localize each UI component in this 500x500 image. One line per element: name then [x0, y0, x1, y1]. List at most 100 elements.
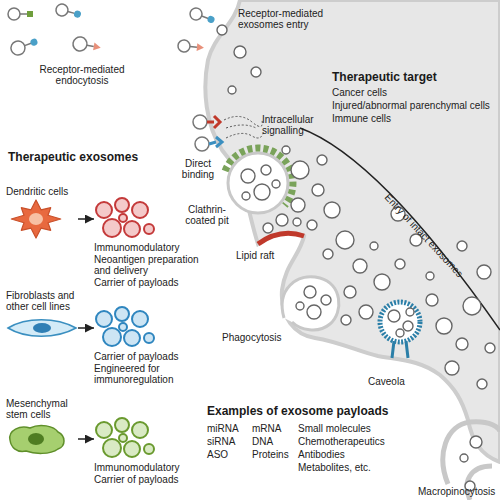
source-cell: Fibroblasts and other cell lines [6, 290, 78, 342]
exosome-function: Engineered for immunoregulation [94, 363, 206, 385]
exosome [463, 297, 481, 315]
exosome [103, 219, 121, 237]
exosome [132, 311, 148, 327]
exosome [485, 343, 495, 353]
callout-label: Lipid raft [236, 250, 292, 261]
ligand [93, 42, 101, 51]
exosome [426, 272, 434, 280]
payload-item: Metabolites, etc. [298, 462, 408, 473]
stalk [68, 12, 75, 14]
stalk [20, 13, 27, 15]
callout-label: Macropinocytosis [418, 486, 498, 497]
exosome [296, 302, 304, 310]
receptor [207, 116, 220, 128]
exosome [263, 223, 273, 233]
stalk [190, 46, 197, 48]
exosome [304, 286, 316, 298]
section-heading: Therapeutic exosomes [8, 150, 208, 164]
receptor-lollipop [188, 6, 216, 26]
fibroblast-shape [6, 314, 78, 342]
exosome [317, 155, 327, 165]
ligand [29, 38, 38, 47]
payload-item: Antibodies [298, 449, 408, 460]
exosome-function: Immunomodulatory [94, 242, 206, 253]
exosome [144, 333, 154, 343]
exosome [254, 184, 270, 200]
exosome [460, 454, 468, 462]
exosome [217, 25, 227, 35]
cell-name: Mesenchymal stem cells [6, 398, 78, 420]
cell-nucleus [29, 213, 43, 225]
cell-body [11, 200, 60, 238]
exosome [374, 274, 390, 290]
exosome [312, 184, 324, 196]
receptor-lollipop [177, 39, 204, 53]
payload-item: siRNA [207, 436, 251, 447]
stem-cell-shape [6, 422, 68, 456]
callout-label: Phagocytosis [222, 332, 302, 343]
ligand [73, 10, 82, 19]
exosome [324, 202, 340, 218]
clathrin-pit [228, 153, 288, 213]
exosome-function: Carrier of payloads [94, 277, 206, 288]
signal-line [226, 130, 264, 138]
exosome [96, 422, 112, 438]
exosome [119, 323, 127, 331]
exosome [353, 259, 367, 273]
exosome [103, 439, 121, 457]
exosome [307, 220, 317, 230]
exosome [8, 8, 20, 20]
cell-body [10, 425, 64, 453]
exosome [456, 338, 468, 350]
exosome [177, 39, 190, 52]
target-cell [205, 0, 500, 462]
exosome-cluster-shape [94, 416, 156, 462]
exosome [293, 218, 301, 226]
exosome [103, 328, 121, 346]
intact-entry-line [300, 128, 500, 330]
exosome [188, 6, 203, 21]
stalk [202, 16, 209, 18]
exosome [115, 198, 129, 212]
exosome [341, 315, 351, 325]
exosome [144, 444, 154, 454]
arrow-connector [78, 327, 94, 329]
exosome [445, 361, 459, 375]
exosome [395, 259, 405, 269]
exosome-function: Carrier of payloads [94, 351, 206, 362]
ligand [197, 43, 205, 52]
exosome [96, 202, 112, 218]
direct-binding [193, 115, 222, 151]
stalk [87, 45, 94, 46]
exosome [96, 311, 112, 327]
receptor-lollipop [8, 8, 33, 20]
receptor-lollipop [9, 34, 40, 57]
cell-name: Dendritic cells [6, 186, 78, 197]
target-item: Injured/abnormal parenchymal cells [332, 100, 497, 111]
exosome [477, 265, 491, 279]
exosome [193, 115, 207, 129]
ligand [207, 15, 216, 24]
exosome [124, 221, 140, 237]
exosome [406, 308, 414, 316]
exosome-cluster: ImmunomodulatoryCarrier of payloads [94, 416, 206, 486]
payload-item: ASO [207, 449, 251, 460]
exosome [261, 165, 271, 175]
exosome [477, 379, 487, 389]
section-heading: Therapeutic target [332, 70, 497, 84]
exosome [457, 241, 467, 251]
cell-name: Fibroblasts and other cell lines [6, 290, 78, 312]
arrow-connector [78, 218, 94, 220]
callout-label: Receptor-mediated endocytosis [34, 64, 130, 86]
exosome [241, 169, 255, 183]
callout-label: Direct binding [174, 158, 222, 180]
exosome [336, 231, 354, 249]
exosome [228, 86, 236, 94]
exosome [307, 305, 321, 319]
receptor-lollipop [72, 36, 102, 55]
cell-nucleus [33, 323, 51, 333]
exosome [323, 249, 333, 259]
exosome [115, 307, 129, 321]
